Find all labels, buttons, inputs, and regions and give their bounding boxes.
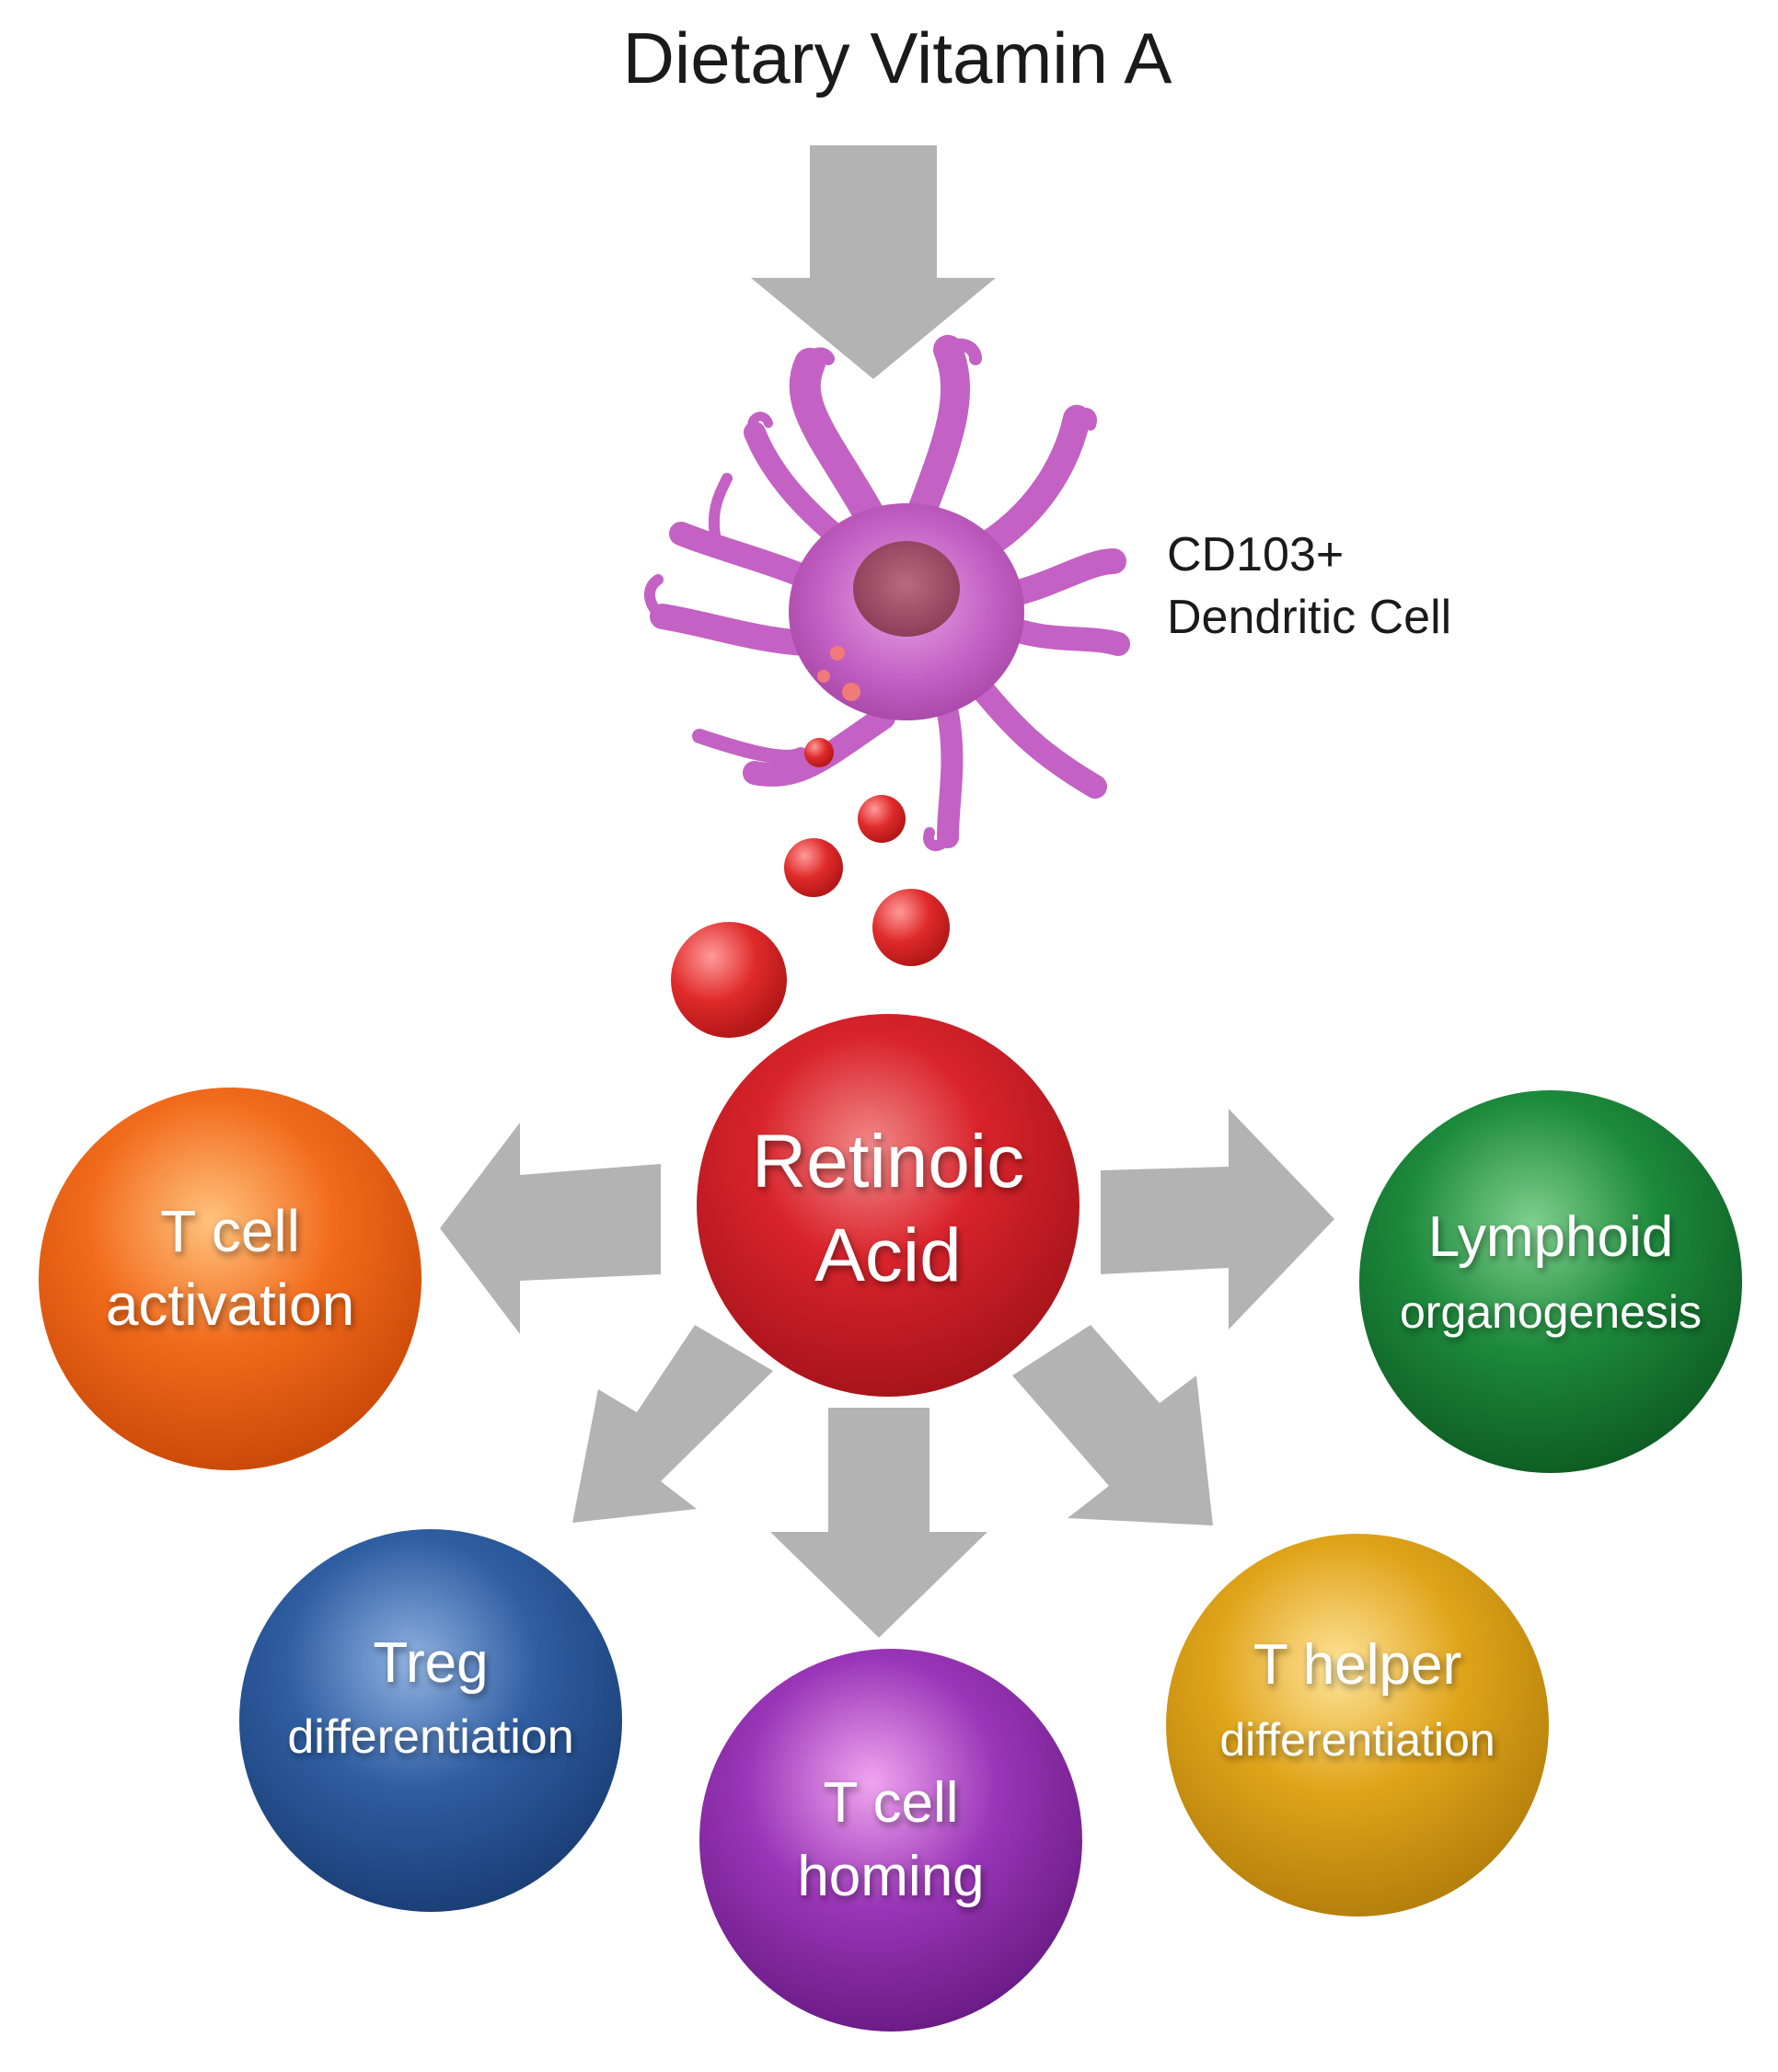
droplet [858, 795, 906, 843]
center-label-line2: Acid [814, 1214, 962, 1297]
droplet [784, 838, 843, 897]
arrow-to-t-cell-homing [770, 1408, 987, 1638]
outcome-arrows [440, 1109, 1334, 1638]
cell-label-line2: Dendritic Cell [1167, 591, 1451, 644]
outcome-node-treg-differentiation: Treg differentiation [239, 1529, 622, 1912]
outcome-label-line2: differentiation [1219, 1714, 1495, 1766]
outcome-label-line1: Lymphoid [1428, 1205, 1674, 1269]
droplet [804, 738, 834, 767]
outcome-node-t-cell-activation: T cell activation [39, 1088, 421, 1470]
outcome-node-t-helper-differentiation: T helper differentiation [1166, 1534, 1549, 1917]
outcome-label-line1: T cell [160, 1198, 300, 1264]
retinoic-acid-node: Retinoic Acid [697, 1014, 1080, 1397]
arrow-vitamin-to-cell [751, 145, 996, 379]
droplet [872, 889, 950, 966]
dendritic-cell-icon [644, 335, 1130, 851]
outcome-label-line1: Treg [373, 1631, 488, 1695]
outcome-label-line1: T helper [1253, 1633, 1461, 1697]
arrow-to-t-cell-activation [440, 1122, 661, 1334]
outcome-node-lymphoid-organogenesis: Lymphoid organogenesis [1359, 1090, 1742, 1473]
outcome-label-line2: organogenesis [1400, 1286, 1702, 1338]
arrow-to-lymphoid-organogenesis [1101, 1109, 1334, 1330]
droplet [671, 922, 787, 1038]
arrow-to-t-helper-differentiation [1012, 1325, 1213, 1525]
outcome-node-t-cell-homing: T cell homing [699, 1649, 1082, 2032]
outcome-label-line2: activation [106, 1272, 354, 1338]
arrow-to-treg-differentiation [572, 1325, 773, 1523]
outcome-label-line1: T cell [823, 1771, 958, 1835]
retinoic-acid-droplets [671, 738, 950, 1038]
outcome-label-line2: homing [797, 1845, 984, 1908]
outcome-label-line2: differentiation [287, 1710, 573, 1764]
center-label-line1: Retinoic [752, 1120, 1024, 1203]
diagram-title: Dietary Vitamin A [623, 17, 1172, 98]
nucleus [853, 541, 960, 637]
cell-label-line1: CD103+ [1167, 528, 1344, 581]
